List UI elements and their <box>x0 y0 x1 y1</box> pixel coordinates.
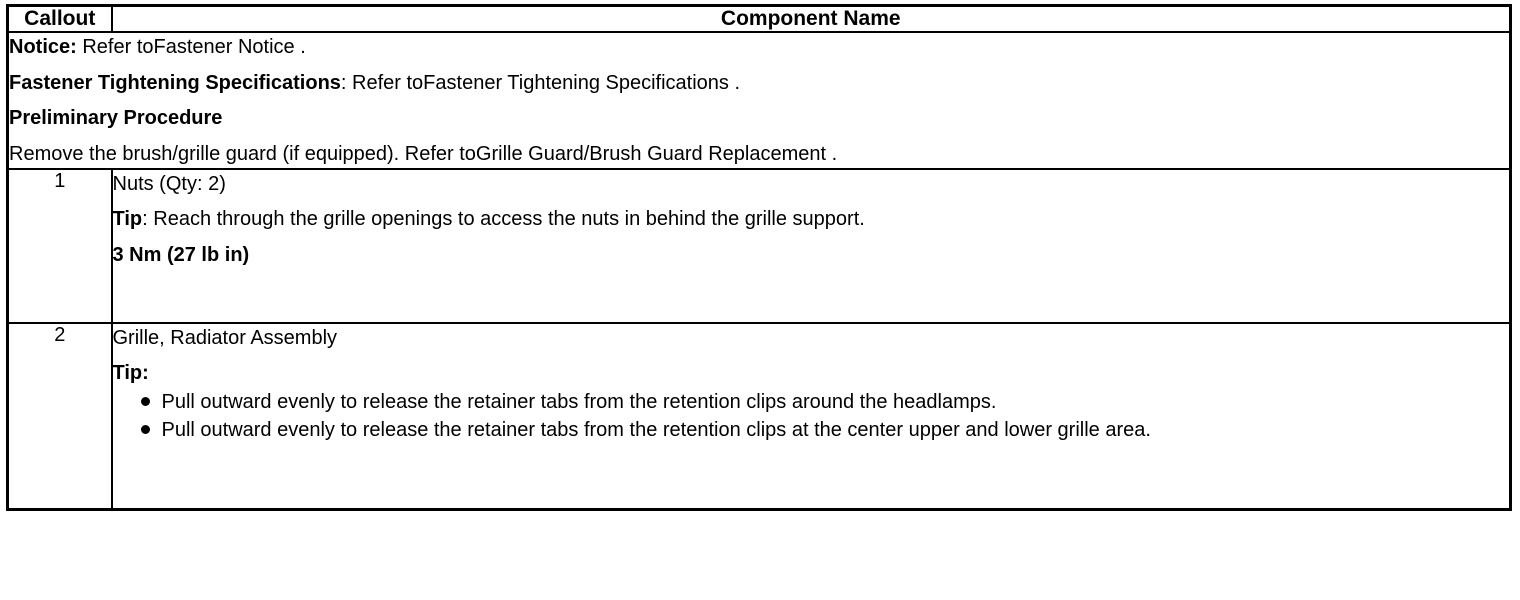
bullet-dot-icon <box>140 424 150 434</box>
column-header-component-name: Component Name <box>110 4 1512 34</box>
preamble-row: Notice: Refer toFastener Notice . Fasten… <box>6 31 1512 170</box>
callout-1-content-cell: Nuts (Qty: 2) Tip: Reach through the gri… <box>110 167 1512 324</box>
fastener-spec-line: Fastener Tightening Specifications: Refe… <box>9 67 1509 103</box>
callout-2-tip-line: Tip: <box>113 358 1510 388</box>
callout-2-content-cell: Grille, Radiator Assembly Tip: Pull outw… <box>110 321 1512 511</box>
preliminary-procedure-heading: Preliminary Procedure <box>9 107 223 130</box>
callout-1-tip-text: : Reach through the grille openings to a… <box>142 208 865 231</box>
callout-1-component-name: Nuts (Qty: 2) <box>112 172 226 195</box>
callout-number-2: 2 <box>6 321 113 511</box>
table-row: 1 Nuts (Qty: 2) Tip: Reach through the g… <box>6 167 1512 324</box>
fastener-spec-text: : Refer toFastener Tightening Specificat… <box>340 71 741 94</box>
preliminary-procedure-text: Remove the brush/grille guard (if equipp… <box>9 142 838 165</box>
callout-1-torque-value: 3 Nm (27 lb in) <box>112 243 250 266</box>
list-item: Pull outward evenly to release the retai… <box>113 416 1510 444</box>
notice-label: Notice: <box>9 36 77 59</box>
callout-1-tip-label: Tip <box>112 208 143 231</box>
table-header-row: Callout Component Name <box>6 4 1512 34</box>
preliminary-heading-line: Preliminary Procedure <box>9 102 1509 138</box>
component-callout-table: Callout Component Name Notice: Refer toF… <box>6 4 1512 511</box>
callout-1-tip-line: Tip: Reach through the grille openings t… <box>113 204 1510 240</box>
list-item-text: Pull outward evenly to release the retai… <box>161 390 997 413</box>
callout-number-1: 1 <box>6 167 113 324</box>
callout-2-tip-bullet-list: Pull outward evenly to release the retai… <box>113 388 1510 444</box>
fastener-spec-label: Fastener Tightening Specifications <box>9 71 341 94</box>
list-item: Pull outward evenly to release the retai… <box>113 388 1510 416</box>
column-header-callout: Callout <box>6 4 113 34</box>
list-item-text: Pull outward evenly to release the retai… <box>161 418 1151 441</box>
notice-line: Notice: Refer toFastener Notice . <box>9 33 1509 67</box>
callout-1-torque-line: 3 Nm (27 lb in) <box>113 240 1510 270</box>
notice-text: Refer toFastener Notice . <box>76 36 306 59</box>
preamble-cell: Notice: Refer toFastener Notice . Fasten… <box>6 31 1512 170</box>
table-row: 2 Grille, Radiator Assembly Tip: Pull ou… <box>6 321 1512 511</box>
callout-2-tip-label: Tip: <box>112 362 149 385</box>
callout-2-component-name: Grille, Radiator Assembly <box>112 326 338 349</box>
bullet-dot-icon <box>140 396 150 406</box>
